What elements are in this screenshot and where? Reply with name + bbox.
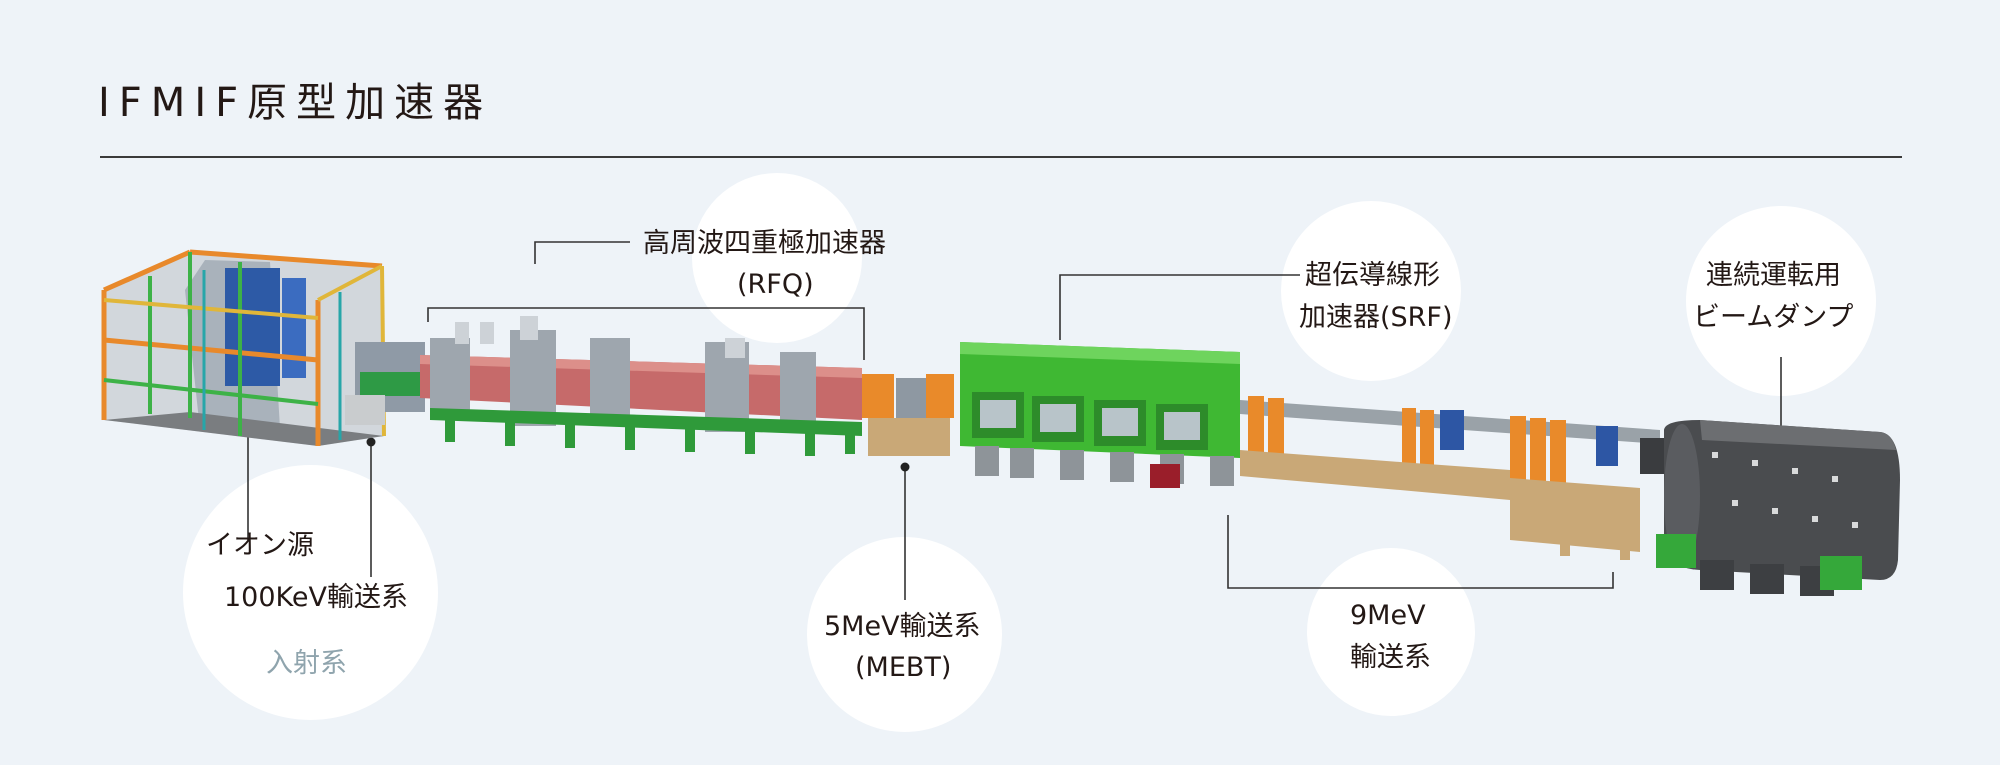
injector-label: 入射系 — [266, 648, 347, 679]
lebt-label: 100KeV輸送系 — [224, 582, 408, 613]
srf-label-circle — [1281, 201, 1461, 381]
hebt-label-line1: 9MeV — [1350, 600, 1426, 631]
hebt-label-line2: 輸送系 — [1350, 642, 1431, 673]
ion-source-structure — [101, 249, 386, 446]
rfq-leader-line — [534, 241, 630, 264]
srf-cryomodule — [960, 342, 1240, 488]
lebt-section — [345, 342, 425, 425]
srf-label-line1: 超伝導線形 — [1305, 260, 1440, 291]
rfq-label-circle — [692, 173, 862, 343]
hebt-label-circle — [1307, 548, 1475, 716]
beam-dump — [1640, 420, 1900, 596]
mebt-label-line1: 5MeV輸送系 — [824, 611, 981, 642]
lebt-marker-dot — [366, 437, 376, 447]
page-title: IFMIF原型加速器 — [98, 80, 493, 126]
hebt-bracket — [1227, 515, 1614, 589]
mebt-marker-dot — [900, 462, 910, 472]
rfq-label-line1: 高周波四重極加速器 — [643, 228, 886, 259]
rfq-bracket — [427, 307, 865, 360]
dump-label-line2: ビームダンプ — [1693, 302, 1854, 333]
injector-label-circle — [183, 465, 438, 720]
ion-source-label: イオン源 — [206, 530, 314, 561]
mebt-label-line2: (MEBT) — [855, 652, 952, 683]
title-divider — [100, 156, 1902, 158]
rfq-section — [420, 316, 862, 456]
leader-lines — [247, 241, 1782, 600]
hebt-section — [1240, 396, 1660, 560]
rfq-label-line2: (RFQ) — [737, 269, 814, 300]
srf-leader-line — [1059, 274, 1300, 340]
mebt-section — [862, 374, 954, 456]
srf-label-line2: 加速器(SRF) — [1299, 302, 1453, 333]
dump-label-line1: 連続運転用 — [1706, 260, 1841, 291]
